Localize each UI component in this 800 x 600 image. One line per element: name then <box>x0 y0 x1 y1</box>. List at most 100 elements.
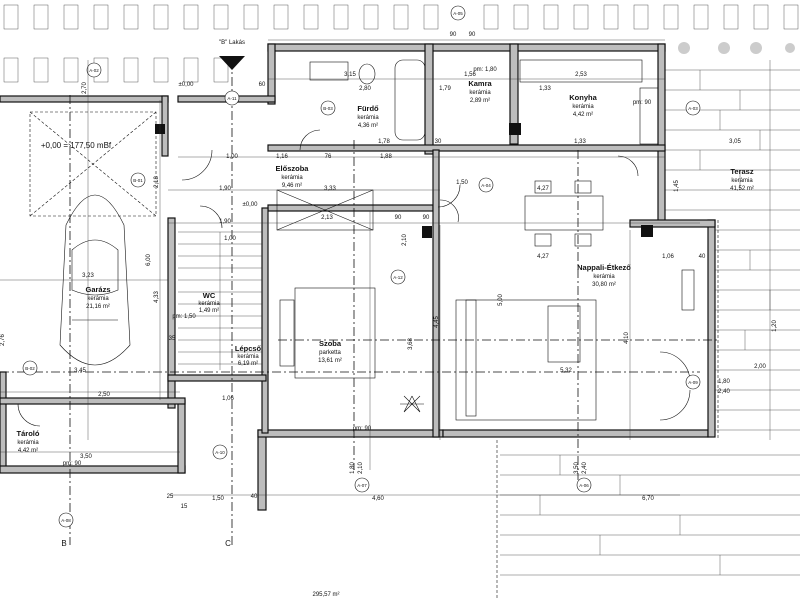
room-material: kerámia <box>17 440 39 446</box>
dimension-text: 1,00 <box>224 236 236 242</box>
section-tag-label: A-10 <box>215 450 225 455</box>
level-mark: ±0,00 <box>243 202 259 208</box>
room-area: 21,16 m² <box>86 304 110 310</box>
room-label: Fürdő kerámia 4,36 m² <box>357 104 379 129</box>
dimension-text: 2,18 <box>154 176 160 188</box>
apartment-marker: "B" Lakás <box>219 40 245 46</box>
dimensions-vertical: 2,70 2,18 6,00 4,33 2,76 4,45 3,68 4,10 … <box>0 82 778 474</box>
dimension-text: 4,27 <box>537 254 549 260</box>
dimension-text: 1,20 <box>772 320 778 332</box>
room-label: Tároló kerámia 4,42 m² <box>17 429 40 454</box>
axis-label: C <box>225 539 231 548</box>
dimension-text: 1,79 <box>439 86 451 92</box>
parapet-note: pm: 90 <box>633 100 652 106</box>
dimension-text: 30 <box>435 139 442 145</box>
dimension-text: 2,70 <box>82 82 88 94</box>
dimension-text: 2,76 <box>0 334 6 346</box>
plant <box>400 395 424 413</box>
room-material: kerámia <box>198 301 220 307</box>
dimension-text: 90 <box>450 32 457 38</box>
section-tag-label: A-12 <box>393 275 403 280</box>
bed <box>279 287 376 379</box>
kitchen-fixtures <box>519 59 659 247</box>
section-tag-label: A-02 <box>89 68 99 73</box>
section-tag-label: A-05 <box>453 11 463 16</box>
section-tag: A-03 <box>685 100 701 116</box>
column <box>509 123 521 135</box>
section-tag: A-02 <box>86 62 102 78</box>
dimension-text: 3,33 <box>324 186 336 192</box>
dimension-text: 40 <box>699 254 706 260</box>
dimension-lines <box>0 39 771 496</box>
dimension-text: 25 <box>167 494 174 500</box>
dimension-text: 3,05 <box>729 139 741 145</box>
section-tag: A-10 <box>212 444 228 460</box>
dimensions-mid-row: 1,90 2,13 90 4,27 1,06 <box>219 215 674 260</box>
room-material: kerámia <box>469 90 491 96</box>
room-name: Nappali-Étkező <box>577 263 631 272</box>
dimension-text: 1,56 <box>464 72 476 78</box>
section-tag-label: A-08 <box>61 518 71 523</box>
room-name: Konyha <box>569 93 597 102</box>
room-name: Tároló <box>17 429 40 438</box>
parapet-note: pm: 90 <box>353 426 372 432</box>
dimension-text: 2,50 <box>98 392 110 398</box>
room-area: 2,89 m² <box>470 98 490 104</box>
section-tag: A-06 <box>576 477 592 493</box>
level-mark: ±0,00 <box>179 82 195 88</box>
dimension-text: 1,00 <box>226 154 238 160</box>
dimension-text: 1,33 <box>574 139 586 145</box>
dimension-text: 1,90 <box>219 219 231 225</box>
room-label: Terasz kerámia 41,52 m² <box>730 167 754 192</box>
section-tag: B-02 <box>22 360 38 376</box>
section-tag: A-05 <box>450 5 466 21</box>
room-material: kerámia <box>87 296 109 302</box>
dimension-text: 60 <box>259 82 266 88</box>
dimension-text: 76 <box>325 154 332 160</box>
dimension-text: 6,70 <box>642 496 654 502</box>
room-name: WC <box>203 291 216 300</box>
section-tag: A-08 <box>58 512 74 528</box>
room-area: 13,61 m² <box>318 358 342 364</box>
dimension-text: 90 <box>395 215 402 221</box>
section-tag-label: A-06 <box>579 483 589 488</box>
room-name: Fürdő <box>357 104 379 113</box>
car <box>59 194 131 366</box>
column <box>422 226 432 238</box>
room-area: 30,80 m² <box>592 282 616 288</box>
dimension-text: 2,10 <box>402 234 408 246</box>
room-area: 41,52 m² <box>730 186 754 192</box>
dimension-text: 1,88 <box>380 154 392 160</box>
dimension-text: 2,80 <box>359 86 371 92</box>
section-tag: A-11 <box>224 90 240 106</box>
dimension-text: 3,45 <box>74 368 86 374</box>
parapet-note: pm: 90 <box>63 461 82 467</box>
room-material: kerámia <box>731 178 753 184</box>
room-area: 4,42 m² <box>18 448 38 454</box>
dimension-text: 3,50 <box>80 454 92 460</box>
section-tag-label: A-09 <box>688 380 698 385</box>
dimension-text: 1,90 <box>219 186 231 192</box>
room-material: kerámia <box>357 115 379 121</box>
section-tag-label: A-03 <box>688 106 698 111</box>
section-tag: B-01 <box>130 172 146 188</box>
section-tag: A-07 <box>354 477 370 493</box>
dimension-text: 2,00 <box>754 364 766 370</box>
room-name: Előszoba <box>276 164 310 173</box>
room-name: Lépcső <box>235 344 262 353</box>
dimension-text: 2,10 <box>358 462 364 474</box>
dimension-text: 5,00 <box>498 294 504 306</box>
level-reference: +0,00 = 177,50 mBf <box>41 141 112 150</box>
dimensions-hall-row: 1,90 3,33 1,50 4,27 <box>219 180 549 192</box>
dimension-text: 2,40 <box>582 462 588 474</box>
dimension-text: 5,32 <box>560 368 572 374</box>
walls <box>0 43 716 511</box>
dimension-text: 90 <box>469 32 476 38</box>
parapet-note: pm: 1,50 <box>172 314 196 320</box>
dimension-text: 35 <box>169 336 176 342</box>
section-tag-label: B-03 <box>323 106 333 111</box>
hedge-dots <box>678 42 795 54</box>
dimension-text: 3,50 <box>574 462 580 474</box>
axis-label: B <box>61 539 66 548</box>
room-label: Konyha kerámia 4,42 m² <box>569 93 597 118</box>
